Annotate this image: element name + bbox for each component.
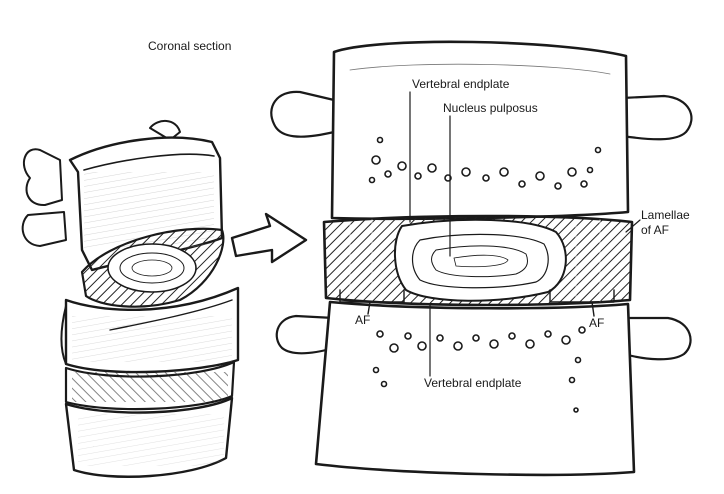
label-vertebral-endplate-top: Vertebral endplate [412,77,510,91]
figure-title: Coronal section [148,39,232,53]
leader-lamellae [625,219,641,233]
af-bracket-left [339,289,405,303]
label-vertebral-endplate-bottom: Vertebral endplate [424,376,522,390]
af-bracket-right [549,289,615,303]
label-af-right: AF [589,316,605,330]
trabecular-pattern-bottom [372,326,586,413]
nucleus-pulposus [393,218,567,302]
coronal-section [270,40,693,477]
transition-arrow [230,212,308,264]
trabecular-pattern-top [368,136,602,190]
label-lamellae-of-af: Lamellae of AF [641,208,690,237]
spine-segment-3d [21,120,240,478]
label-nucleus-pulposus: Nucleus pulposus [443,101,538,115]
label-af-left: AF [355,313,371,327]
